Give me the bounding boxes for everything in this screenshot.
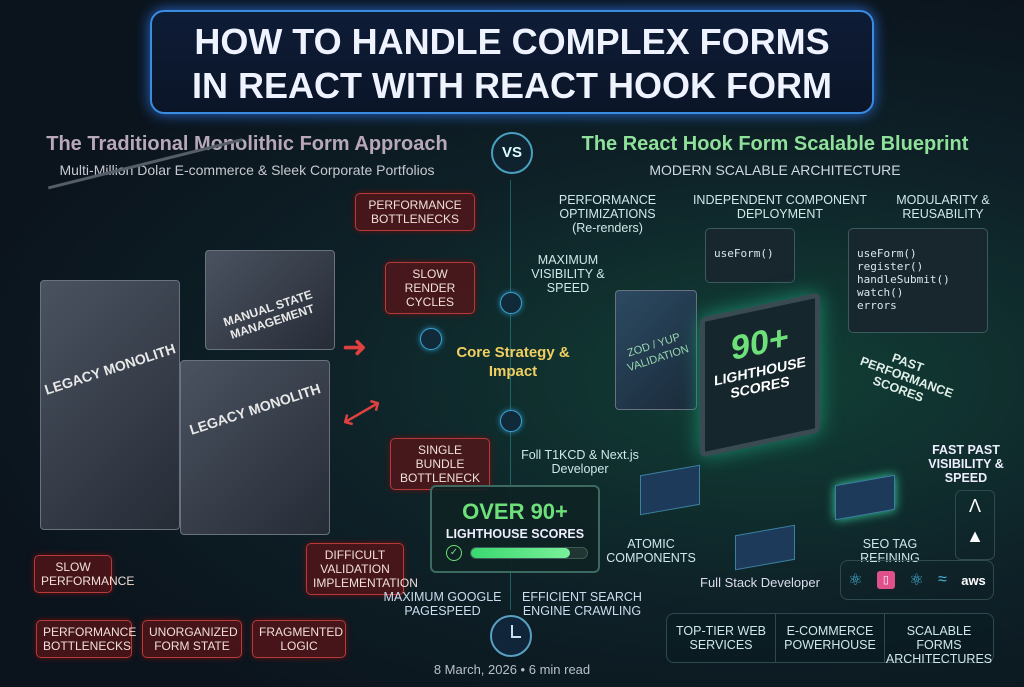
storybook-icon: ▯ xyxy=(876,571,895,589)
check-icon: ✓ xyxy=(446,545,462,561)
center-divider xyxy=(510,180,511,610)
component-block xyxy=(735,524,795,571)
network-node-icon xyxy=(420,328,442,350)
independent-deployment-label: INDEPENDENT COMPONENT DEPLOYMENT xyxy=(692,193,868,221)
angular-like-icon: Λ xyxy=(968,496,982,516)
max-google-label: MAXIMUM GOOGLE PAGESPEED xyxy=(383,590,502,618)
lighthouse-big: OVER 90+ xyxy=(462,499,568,524)
legacy-monolith-building: LEGACY MONOLITH xyxy=(40,280,180,530)
highlight-top-tier: TOP-TIER WEB SERVICES xyxy=(667,614,776,662)
code-panel: useForm() register() handleSubmit() watc… xyxy=(848,228,988,333)
bottom-highlights: TOP-TIER WEB SERVICES E-COMMERCE POWERHO… xyxy=(666,613,994,666)
perf-optimizations-label: PERFORMANCE OPTIMIZATIONS (Re-renders) xyxy=(558,193,657,235)
fullstack-nextjs-label: Foll T1KCD & Next.js Developer xyxy=(521,448,639,476)
aws-icon: aws xyxy=(961,572,986,588)
react-icon: ⚛ xyxy=(848,572,863,589)
atomic-components-label: ATOMIC COMPONENTS xyxy=(606,537,696,565)
title-banner: HOW TO HANDLE COMPLEX FORMS IN REACT WIT… xyxy=(150,10,874,114)
network-node-icon xyxy=(500,292,522,314)
legacy-monolith-building-2: LEGACY MONOLITH xyxy=(180,360,330,535)
highlight-ecommerce: E-COMMERCE POWERHOUSE xyxy=(776,614,885,662)
fullstack-developer-label: Full Stack Developer xyxy=(700,575,820,590)
arrow-icon: ⟷ xyxy=(334,387,389,438)
fast-past-label: FAST PAST VISIBILITY & SPEED xyxy=(928,443,1004,485)
manual-state-box: MANUAL STATE MANAGEMENT xyxy=(205,250,335,350)
arrow-right-icon: ➜ xyxy=(342,331,368,364)
callout-slow-render-cycles: SLOW RENDER CYCLES xyxy=(385,262,475,314)
right-heading: The React Hook Form Scalable Blueprint xyxy=(581,133,969,155)
callout-single-bundle: SINGLE BUNDLE BOTTLENECK xyxy=(390,438,490,490)
lighthouse-monitor: 90+ LIGHTHOUSE SCORES xyxy=(700,292,820,458)
callout-performance-bottlenecks: PERFORMANCE BOTTLENECKS xyxy=(355,193,475,231)
highlight-scalable-forms: SCALABLE FORMS ARCHITECTURES xyxy=(885,624,993,666)
callout-performance-bottlenecks-bottom: PERFORMANCE BOTTLENECKS xyxy=(36,620,136,658)
max-visibility-label: MAXIMUM VISIBILITY & SPEED xyxy=(531,253,605,295)
clock-icon xyxy=(490,615,532,657)
date-readtime: 8 March, 2026 • 6 min read xyxy=(433,662,591,677)
left-heading: The Traditional Monolithic Form Approach xyxy=(46,133,448,155)
left-subheading: Multi-Million Dolar E-commerce & Sleek C… xyxy=(59,162,435,178)
right-subheading: MODERN SCALABLE ARCHITECTURE xyxy=(649,162,901,178)
title-line-2: IN REACT WITH REACT HOOK FORM xyxy=(192,65,832,106)
seo-block xyxy=(835,474,895,521)
vs-badge: VS xyxy=(491,132,533,174)
tech-logos: ⚛ ▯ ⚛ ≈ aws xyxy=(840,560,994,600)
progress-fill xyxy=(471,548,570,558)
vercel-icon: ▲ xyxy=(966,526,984,546)
useform-panel: useForm() xyxy=(705,228,795,283)
callout-difficult-validation: DIFFICULT VALIDATION IMPLEMENTATION xyxy=(306,543,418,595)
server-stack xyxy=(615,290,697,410)
lighthouse-card: OVER 90+ LIGHTHOUSE SCORES ✓ xyxy=(430,485,600,573)
core-strategy-label: Core Strategy & Impact xyxy=(456,344,570,380)
callout-slow-performance: SLOW PERFORMANCE xyxy=(34,555,134,593)
callout-unorganized-form-state: UNORGANIZED FORM STATE xyxy=(142,620,242,658)
callout-fragmented-logic: FRAGMENTED LOGIC xyxy=(252,620,346,658)
network-node-icon xyxy=(500,410,522,432)
react-icon: ⚛ xyxy=(909,572,924,589)
past-performance-label: PAST PERFORMANCE SCORES xyxy=(858,350,956,405)
title-line-1: HOW TO HANDLE COMPLEX FORMS xyxy=(194,21,830,62)
lighthouse-progress-bar xyxy=(470,547,588,559)
efficient-search-label: EFFICIENT SEARCH ENGINE CRAWLING xyxy=(522,590,642,618)
modularity-label: MODULARITY & REUSABILITY xyxy=(896,193,990,221)
atomic-component-block xyxy=(640,464,700,516)
vendor-logos: Λ▲ xyxy=(955,490,995,560)
tailwind-icon: ≈ xyxy=(938,571,947,588)
lighthouse-sub: LIGHTHOUSE SCORES xyxy=(445,527,585,541)
seo-tag-label: SEO TAG REFINING xyxy=(860,537,920,565)
